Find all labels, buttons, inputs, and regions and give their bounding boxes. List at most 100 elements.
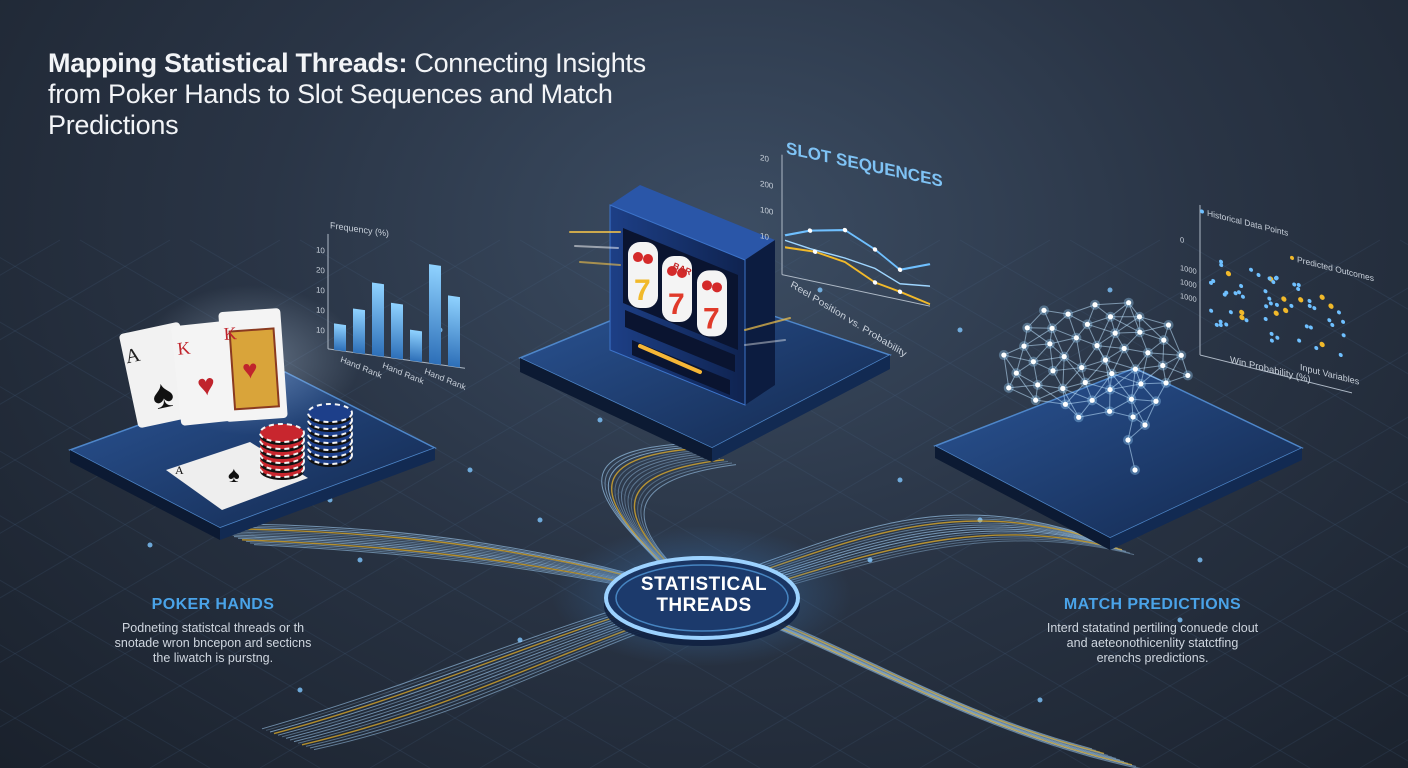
historical-point	[1249, 267, 1253, 272]
svg-text:A: A	[175, 463, 184, 477]
match-tick-label: 1000	[1180, 263, 1197, 276]
network-link	[1095, 303, 1129, 305]
poker-description-line2: snotade wron bncepon ard secticns	[98, 636, 328, 651]
hub-label: STATISTICAL THREADS	[604, 574, 804, 616]
grid-node	[818, 288, 823, 293]
network-node	[1126, 300, 1131, 305]
poker-tick-label: 20	[316, 265, 325, 275]
network-node	[1047, 341, 1052, 346]
poker-bar	[448, 295, 460, 367]
network-node	[1021, 344, 1026, 349]
network-node	[1085, 322, 1090, 327]
match-ylabel: Win Probability (%)	[1230, 355, 1311, 386]
network-node	[1083, 380, 1088, 385]
historical-point	[1330, 322, 1334, 327]
historical-point	[1263, 289, 1267, 294]
poker-xlabel: Hand Rank	[381, 360, 425, 386]
svg-text:K: K	[223, 323, 237, 344]
network-node	[1107, 387, 1112, 392]
slot-point	[808, 228, 812, 233]
network-node	[1145, 350, 1150, 355]
historical-point	[1312, 306, 1316, 311]
network-node	[1160, 363, 1165, 368]
grid-node	[1038, 698, 1043, 703]
historical-point	[1308, 298, 1312, 303]
match-section: MATCH PREDICTIONS Interd statatind perti…	[1020, 596, 1285, 666]
historical-point	[1337, 310, 1341, 315]
poker-bar	[353, 308, 365, 354]
match-tick-label: 1000	[1180, 291, 1197, 304]
poker-section: POKER HANDS Podneting statistcal threads…	[98, 596, 328, 666]
network-node	[1092, 302, 1097, 307]
network-node	[1125, 437, 1130, 442]
network-node	[1109, 371, 1114, 376]
historical-point	[1270, 331, 1274, 336]
historical-point	[1239, 283, 1243, 288]
historical-point	[1237, 290, 1241, 295]
historical-point	[1224, 322, 1228, 327]
chip	[308, 404, 352, 422]
king-face-card: K ♥	[218, 308, 288, 422]
poker-xlabel: Hand Rank	[423, 366, 467, 392]
grid-node	[538, 518, 543, 523]
historical-point	[1209, 308, 1213, 313]
historical-point	[1229, 310, 1233, 315]
grid-node	[298, 688, 303, 693]
predicted-point	[1239, 309, 1244, 315]
network-link	[1148, 353, 1181, 356]
network-node	[1063, 402, 1068, 407]
network-node	[1137, 314, 1142, 319]
historical-point	[1305, 324, 1309, 329]
historical-point	[1341, 319, 1345, 324]
slot-reel-seven: 7	[703, 302, 720, 335]
historical-point	[1292, 282, 1296, 287]
slot-tick-label: 200	[760, 179, 774, 191]
match-tick-label: 0	[1180, 235, 1184, 245]
network-node	[1163, 380, 1168, 385]
slot-point	[898, 267, 902, 272]
hub-label-line1: STATISTICAL	[604, 574, 804, 595]
svg-text:K: K	[176, 338, 191, 359]
poker-bar	[372, 283, 384, 357]
historical-point	[1275, 335, 1279, 340]
network-node	[1031, 359, 1036, 364]
grid-node	[358, 558, 363, 563]
network-node	[1138, 381, 1143, 386]
legend-historical: Historical Data Points	[1207, 208, 1288, 238]
network-node	[1035, 382, 1040, 387]
predicted-point	[1328, 303, 1333, 309]
network-node	[1074, 335, 1079, 340]
network-node	[1133, 367, 1138, 372]
network-node	[1079, 365, 1084, 370]
historical-point	[1342, 333, 1346, 338]
predicted-point	[1320, 341, 1325, 347]
slot-reel-seven: 7	[634, 274, 651, 307]
grid-node	[1198, 558, 1203, 563]
svg-text:♠: ♠	[228, 462, 240, 487]
predicted-point	[1226, 270, 1231, 276]
poker-description-line1: Podneting statistcal threads or th	[98, 621, 328, 636]
historical-point	[1271, 280, 1275, 285]
historical-point	[1308, 303, 1312, 308]
network-node	[1137, 330, 1142, 335]
network-node	[1122, 346, 1127, 351]
historical-point	[1327, 318, 1331, 323]
network-node	[1060, 386, 1065, 391]
slot-series-blue	[785, 217, 930, 276]
cherry-icon	[643, 254, 653, 264]
grid-node	[898, 478, 903, 483]
network-node	[1076, 415, 1081, 420]
predicted-point	[1239, 314, 1244, 320]
chip	[260, 424, 304, 442]
slot-reel-seven: 7	[668, 288, 685, 321]
network-node	[1090, 398, 1095, 403]
match-description-line2: and aeteonothicenlity statctfing	[1020, 636, 1285, 651]
network-node	[1153, 399, 1158, 404]
poker-chart-ylabel: Frequency (%)	[330, 220, 389, 238]
historical-point	[1309, 325, 1313, 330]
hub-label-line2: THREADS	[604, 595, 804, 616]
network-node	[1014, 370, 1019, 375]
cherry-icon	[702, 280, 712, 290]
grid-node	[598, 418, 603, 423]
network-node	[1129, 397, 1134, 402]
